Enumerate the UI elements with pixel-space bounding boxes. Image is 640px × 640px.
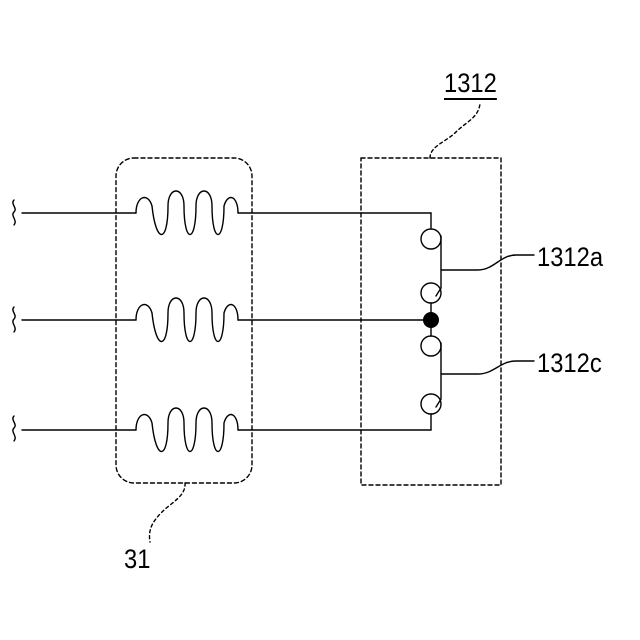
coil-bottom [136, 408, 238, 452]
switch-a-leader-line [441, 255, 534, 270]
neutral-junction-dot [423, 312, 439, 328]
break-mark-middle [13, 307, 15, 332]
switch-c-leader-line [441, 361, 534, 374]
break-mark-top [13, 200, 15, 225]
switch-a-terminal-top [421, 229, 441, 249]
coil-group-label: 31 [124, 546, 150, 573]
coil-middle [136, 298, 238, 342]
coil-group-leader-line [150, 483, 186, 542]
module-label: 1312 [444, 70, 497, 97]
switch-c-label: 1312c [537, 350, 602, 377]
switch-a-label: 1312a [537, 244, 603, 271]
module-leader-line [430, 104, 480, 158]
switch-c-terminal-top [421, 336, 441, 356]
coil-top [136, 191, 238, 235]
break-mark-bottom [13, 416, 15, 441]
